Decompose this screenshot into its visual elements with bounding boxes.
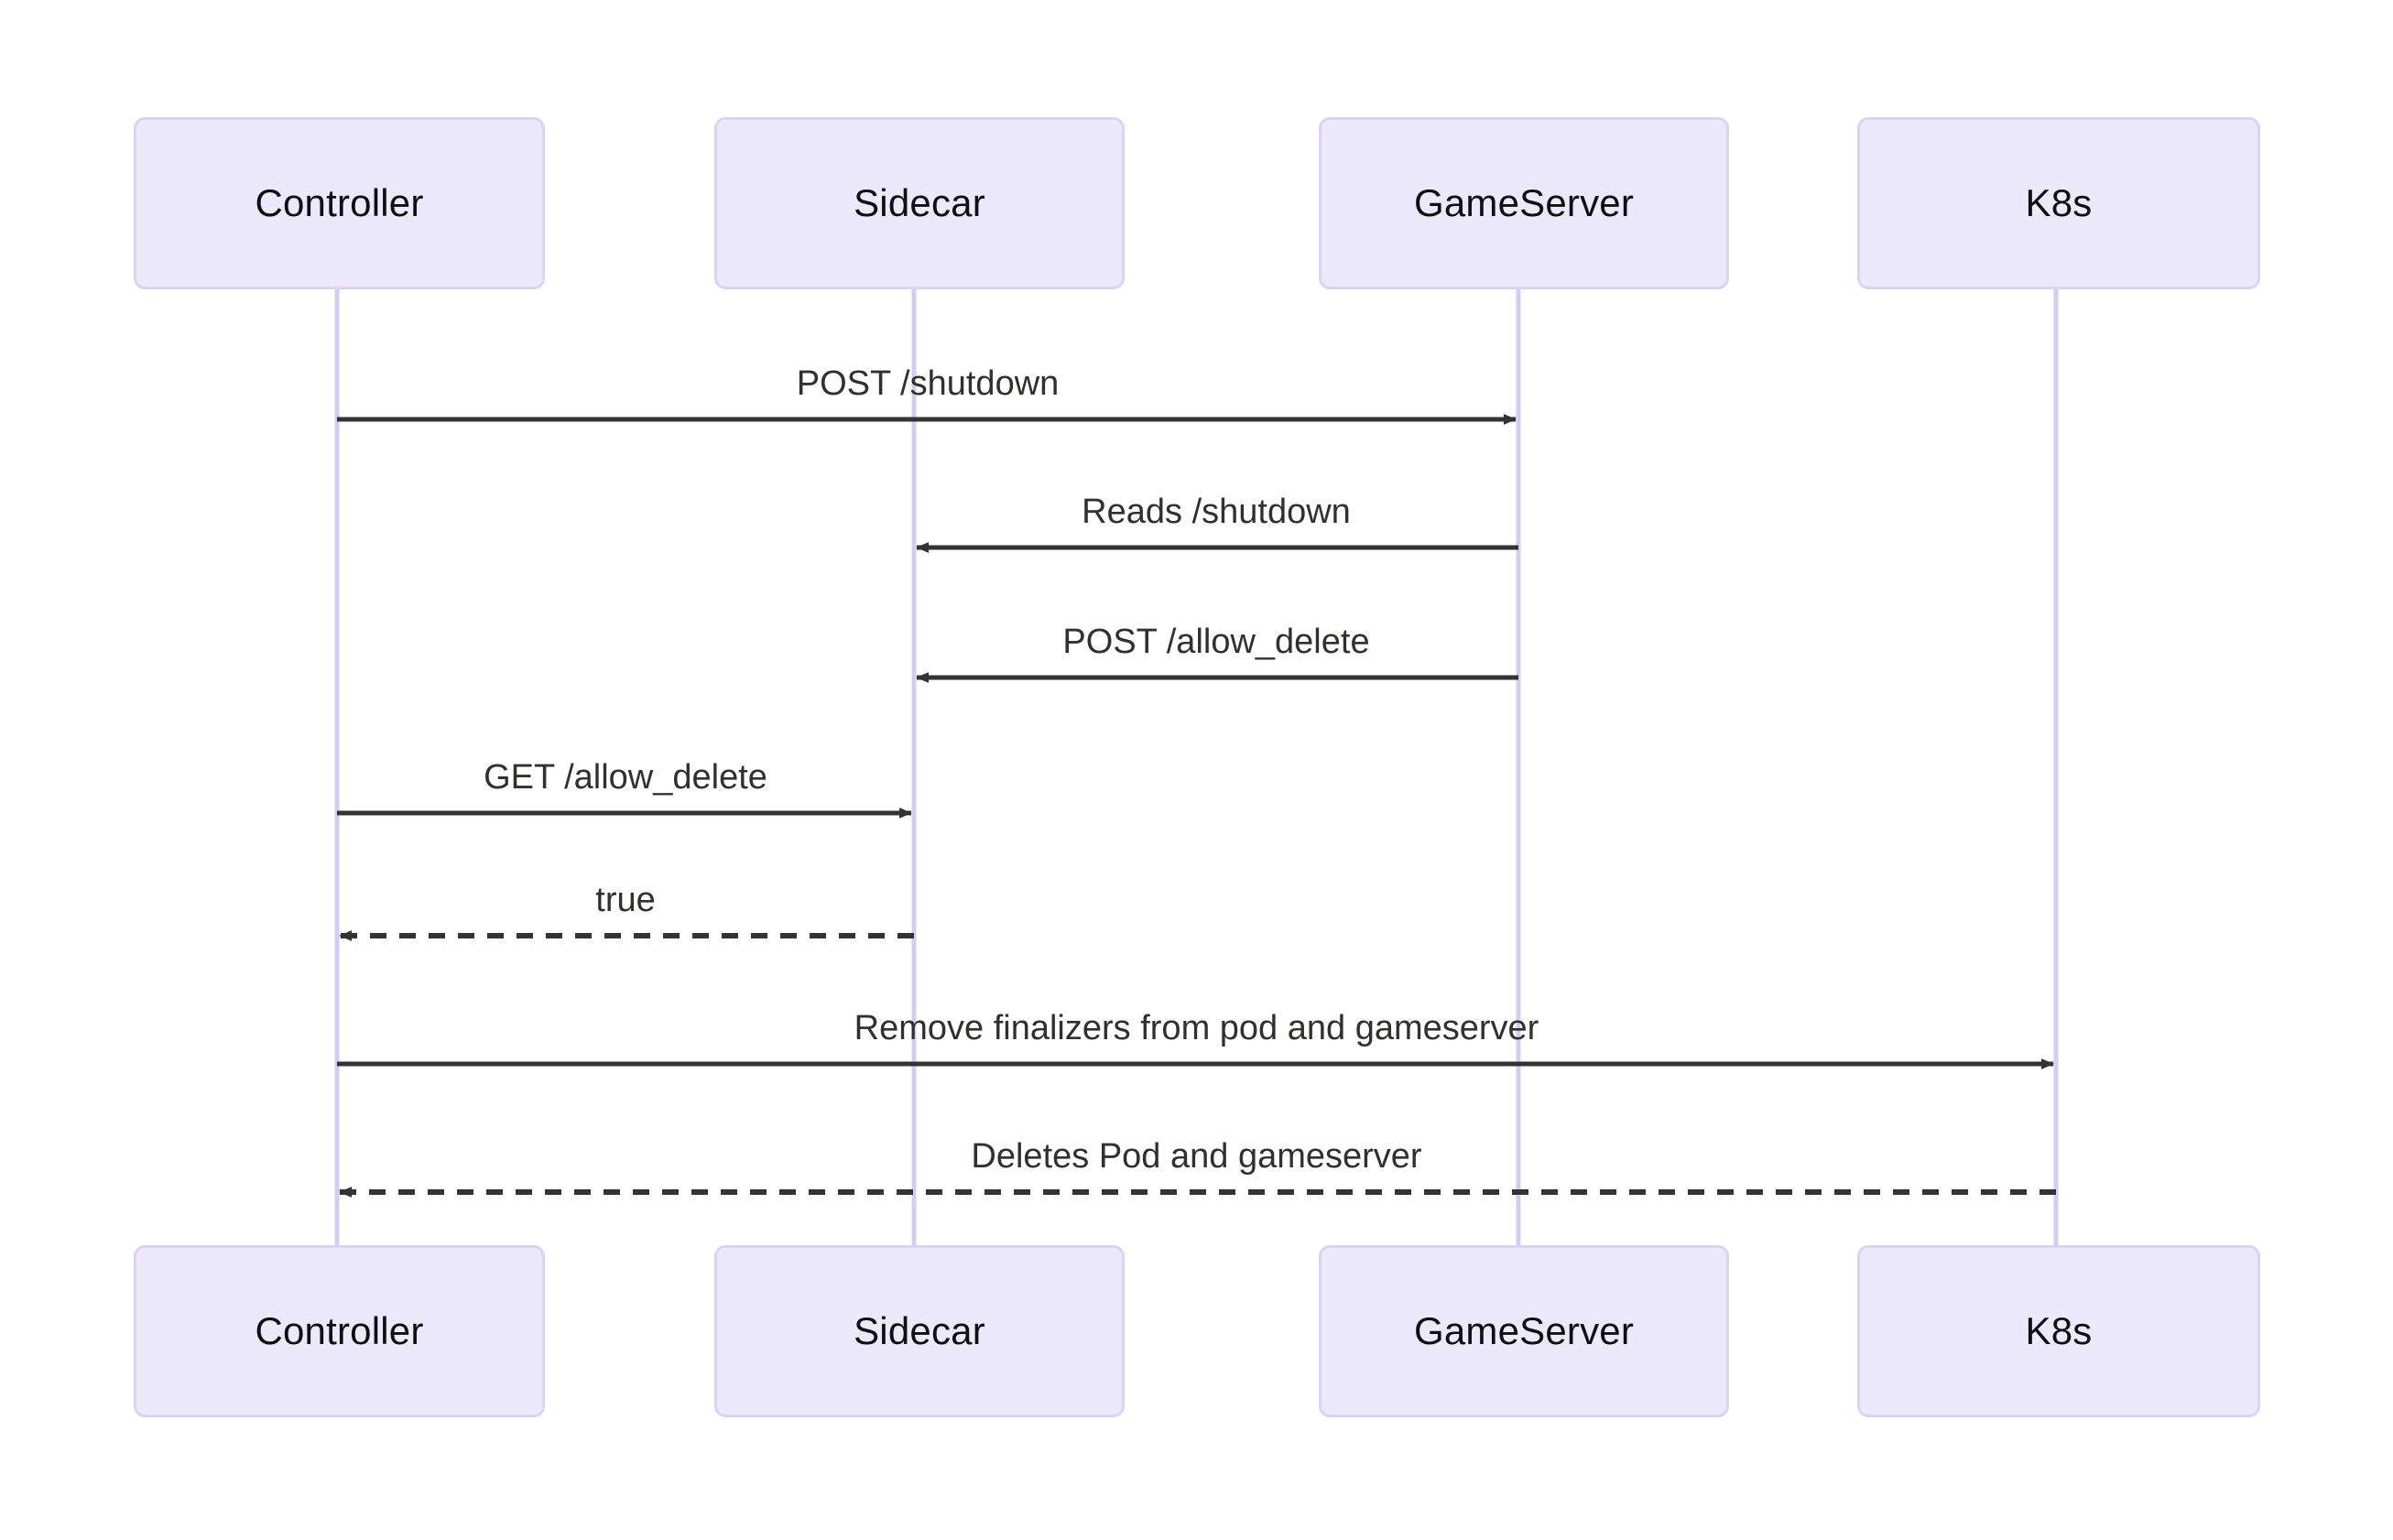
lifeline-hitbox-controller — [327, 286, 347, 1245]
participant-box-sidecar-bottom[interactable]: Sidecar — [714, 1245, 1125, 1417]
participant-box-k8s-top[interactable]: K8s — [1857, 117, 2260, 289]
participant-label-sidecar: Sidecar — [854, 181, 985, 224]
participant-box-gameserver-bottom[interactable]: GameServer — [1319, 1245, 1729, 1417]
participant-box-controller-bottom[interactable]: Controller — [134, 1245, 545, 1417]
participant-label-k8s: K8s — [2025, 181, 2093, 224]
participant-label-controller: Controller — [255, 181, 424, 224]
lifeline-hitbox-gameserver — [1508, 286, 1528, 1245]
message-label-5: true — [595, 881, 656, 919]
participant-label-gameserver: GameServer — [1413, 1309, 1635, 1352]
message-label-2: Reads /shutdown — [1082, 493, 1351, 531]
participant-box-controller-top[interactable]: Controller — [134, 117, 545, 289]
message-arrows-group — [337, 414, 2056, 1198]
message-label-6: Remove finalizers from pod and gameserve… — [854, 1009, 1539, 1047]
participant-label-k8s: K8s — [2025, 1309, 2093, 1352]
lifeline-hitbox-sidecar — [904, 286, 924, 1245]
message-label-1: POST /shutdown — [796, 364, 1060, 403]
message-label-4: GET /allow_delete — [484, 758, 767, 797]
participant-box-sidecar-top[interactable]: Sidecar — [714, 117, 1125, 289]
participant-box-gameserver-top[interactable]: GameServer — [1319, 117, 1729, 289]
message-label-7: Deletes Pod and gameserver — [971, 1137, 1422, 1176]
participant-label-controller: Controller — [255, 1309, 424, 1352]
participant-box-k8s-bottom[interactable]: K8s — [1857, 1245, 2260, 1417]
participant-label-gameserver: GameServer — [1413, 181, 1635, 224]
participant-label-sidecar: Sidecar — [854, 1309, 985, 1352]
message-label-3: POST /allow_delete — [1062, 623, 1370, 661]
lifeline-hitbox-k8s — [2046, 286, 2066, 1245]
lifelines-group — [334, 286, 2059, 1245]
